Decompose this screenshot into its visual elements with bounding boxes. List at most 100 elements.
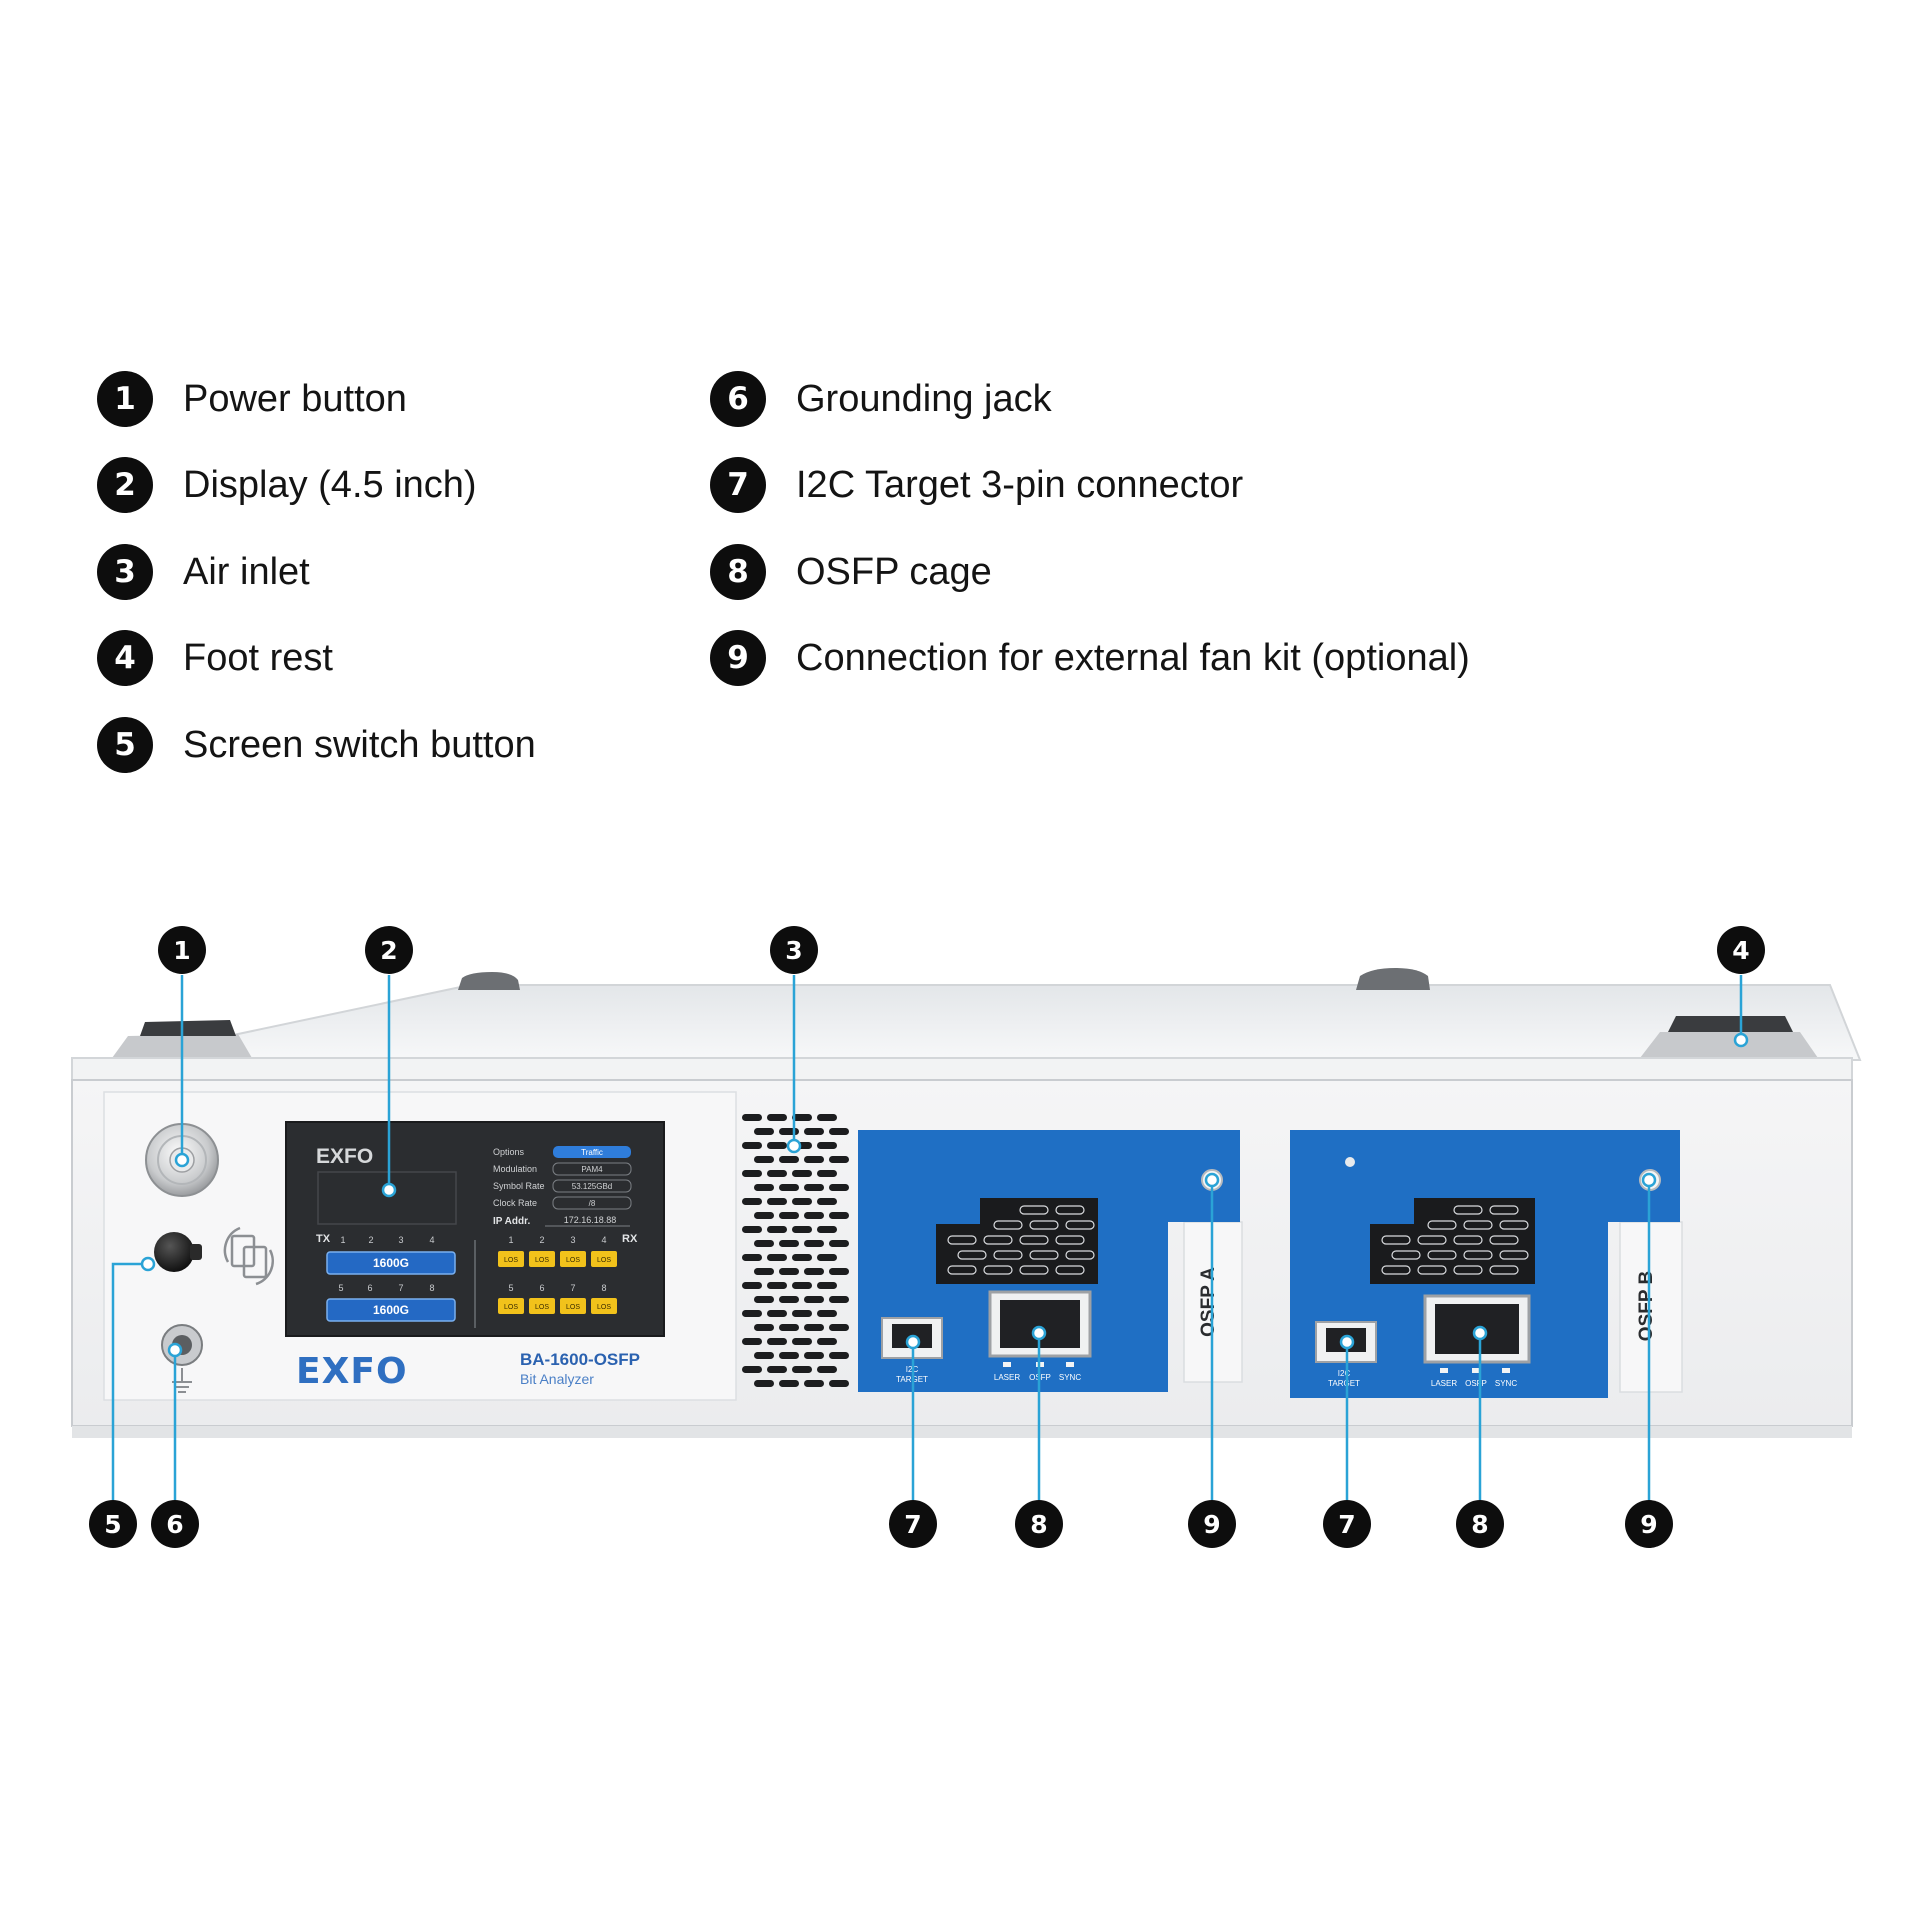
air-inlet-slot [779, 1240, 799, 1247]
legend-label: OSFP cage [796, 550, 992, 593]
legend-badge: 6 [710, 371, 766, 427]
air-inlet-slot [804, 1352, 824, 1359]
legend-item-air-inlet: 3 Air inlet [97, 542, 310, 602]
screen-field-label: Modulation [493, 1164, 537, 1174]
vent-slot [1427, 1250, 1457, 1260]
air-inlet-slot [817, 1170, 837, 1177]
air-inlet [742, 1114, 849, 1387]
screen-rx-label: RX [622, 1233, 638, 1245]
screen-los-label: LOS [504, 1304, 518, 1311]
vent-slot [1055, 1265, 1085, 1275]
callout-badge-6: 6 [151, 1500, 199, 1548]
air-inlet-slot [767, 1366, 787, 1373]
vent-slot [957, 1250, 987, 1260]
screen-los-label: LOS [566, 1304, 580, 1311]
legend-badge: 7 [710, 457, 766, 513]
legend-label: Screen switch button [183, 723, 536, 766]
air-inlet-slot [817, 1198, 837, 1205]
screen-ip-value: 172.16.18.88 [564, 1215, 617, 1225]
callout-badge-5: 5 [89, 1500, 137, 1548]
callout-badge-8: 8 [1456, 1500, 1504, 1548]
legend-label: Power button [183, 377, 407, 420]
svg-text:7: 7 [1338, 1510, 1355, 1539]
osfp-module-b: OSFP B I2C TARGET LASER OSFP SYNC [1290, 1130, 1683, 1398]
port-label: LASER [1431, 1379, 1457, 1388]
callout-badge-2: 2 [365, 926, 413, 974]
vent-slot [983, 1235, 1013, 1245]
screen-los-indicator [560, 1251, 586, 1267]
module-b-label: OSFP B [1636, 1271, 1657, 1341]
screen-field-value: Traffic [581, 1148, 603, 1157]
screen-los-label: LOS [597, 1257, 611, 1264]
air-inlet-slot [829, 1324, 849, 1331]
air-inlet-slot [754, 1324, 774, 1331]
screen-los-indicator [591, 1298, 617, 1314]
port-label: I2C [1338, 1369, 1351, 1378]
air-inlet-slot [804, 1212, 824, 1219]
air-inlet-slot [817, 1254, 837, 1261]
screen-los-indicator [529, 1251, 555, 1267]
callout-badge-9: 9 [1188, 1500, 1236, 1548]
vent-slot [1065, 1220, 1095, 1230]
screen-field-label: Options [493, 1147, 525, 1157]
vent-slot [1391, 1250, 1421, 1260]
air-inlet-slot [792, 1366, 812, 1373]
screen-field-value: 53.125GBd [572, 1182, 612, 1191]
screen-ip-label: IP Addr. [493, 1216, 530, 1227]
vent-slot [1499, 1250, 1529, 1260]
air-inlet-slot [817, 1338, 837, 1345]
screen-tx-label: TX [316, 1233, 331, 1245]
air-inlet-slot [792, 1226, 812, 1233]
air-inlet-slot [779, 1324, 799, 1331]
vent-slot [1489, 1235, 1519, 1245]
screen-num: 7 [570, 1283, 575, 1293]
air-inlet-slot [742, 1282, 762, 1289]
screen-num: 2 [539, 1235, 544, 1245]
svg-text:8: 8 [1471, 1510, 1488, 1539]
display-screen: EXFO Options Traffic Modulation PAM4 Sym… [285, 1121, 665, 1337]
air-inlet-slot [792, 1310, 812, 1317]
air-inlet-slot [804, 1184, 824, 1191]
air-inlet-slot [779, 1268, 799, 1275]
air-inlet-slot [804, 1240, 824, 1247]
vent-slot [1055, 1235, 1085, 1245]
air-inlet-slot [742, 1366, 762, 1373]
foot-rest-right [1640, 1016, 1818, 1058]
air-inlet-slot [817, 1366, 837, 1373]
air-inlet-slot [779, 1184, 799, 1191]
screen-los-label: LOS [566, 1257, 580, 1264]
legend-label: Air inlet [183, 550, 310, 593]
air-inlet-slot [804, 1380, 824, 1387]
air-inlet-slot [767, 1142, 787, 1149]
vent-slot [1453, 1235, 1483, 1245]
vent-slot [993, 1220, 1023, 1230]
air-inlet-slot [767, 1114, 787, 1121]
legend-label: Connection for external fan kit (optiona… [796, 636, 1470, 679]
osfp-cage[interactable] [1423, 1294, 1531, 1364]
air-inlet-slot [792, 1254, 812, 1261]
vent-slot [1463, 1220, 1493, 1230]
screen-field-value: /8 [589, 1199, 596, 1208]
air-inlet-slot [742, 1254, 762, 1261]
screen-num: 6 [367, 1283, 372, 1293]
callout-badge-3: 3 [770, 926, 818, 974]
screen-los-label: LOS [597, 1304, 611, 1311]
vent-slot [1499, 1220, 1529, 1230]
air-inlet-slot [742, 1310, 762, 1317]
legend-item-osfp-cage: 8 OSFP cage [710, 542, 992, 602]
air-inlet-slot [779, 1156, 799, 1163]
air-inlet-slot [829, 1268, 849, 1275]
screen-field-value-box [553, 1146, 631, 1158]
rear-foot [458, 972, 520, 990]
vent-slot [1029, 1220, 1059, 1230]
device-subtitle: Bit Analyzer [520, 1371, 594, 1387]
vent-slot [993, 1250, 1023, 1260]
legend-label: Grounding jack [796, 377, 1052, 420]
led [1502, 1368, 1510, 1373]
module-a-label: OSFP A [1198, 1267, 1219, 1337]
screen-switch-button[interactable] [154, 1232, 202, 1272]
air-inlet-slot [767, 1170, 787, 1177]
screen-los-indicator [591, 1251, 617, 1267]
air-inlet-slot [804, 1268, 824, 1275]
